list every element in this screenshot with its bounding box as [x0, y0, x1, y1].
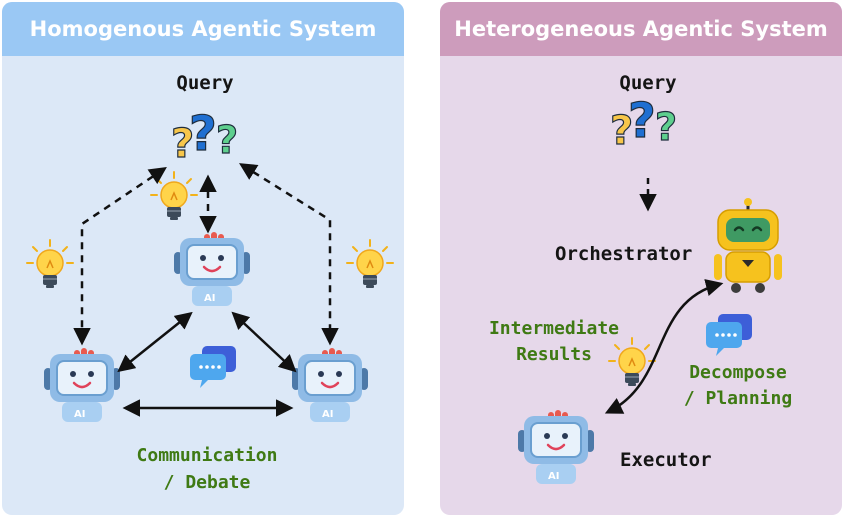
query-label: Query: [619, 72, 677, 94]
heterogeneous-panel-title: Heterogeneous Agentic System: [440, 2, 842, 56]
dashed-arrow-query-left: [73, 167, 167, 346]
decompose-planning-label: Decompose / Planning: [676, 360, 800, 412]
bulb-icon: [346, 239, 394, 289]
query-icon: [170, 105, 239, 168]
bulb-icon: [150, 171, 198, 221]
orchestrator-robot-icon: [714, 198, 782, 293]
arrow-top-right: [231, 311, 297, 373]
query-label: Query: [176, 72, 234, 94]
communication-label: Communication / Debate: [112, 442, 302, 496]
executor-label: Executor: [620, 449, 712, 471]
intermediate-results-line2: Results: [516, 344, 592, 365]
communication-label-line2: / Debate: [163, 472, 251, 493]
agent-top-icon: [172, 230, 252, 308]
agent-left-icon: [42, 346, 122, 424]
arrow-top-left: [117, 311, 193, 373]
heterogeneous-diagram: [516, 92, 782, 486]
dashed-arrow-query-right: [239, 163, 339, 346]
homogenous-panel: Homogenous Agentic System Query Communic…: [2, 2, 404, 515]
homogenous-panel-title: Homogenous Agentic System: [2, 2, 404, 56]
intermediate-results-label: Intermediate Results: [484, 316, 624, 368]
curved-arrow-executor-orchestrator: [604, 279, 724, 414]
heterogeneous-panel: Heterogeneous Agentic System Query Orche…: [440, 2, 842, 515]
chat-icon: [190, 346, 236, 388]
communication-label-line1: Communication: [136, 445, 278, 466]
decompose-planning-line2: / Planning: [683, 388, 793, 409]
decompose-planning-line1: Decompose: [689, 362, 787, 383]
bulb-icon: [26, 239, 74, 289]
orchestrator-label: Orchestrator: [555, 243, 693, 265]
chat-icon: [706, 314, 752, 356]
intermediate-results-line1: Intermediate: [488, 318, 620, 339]
homogenous-diagram: [26, 105, 394, 424]
query-icon: [609, 92, 678, 155]
executor-agent-icon: [516, 408, 596, 486]
agent-right-icon: [290, 346, 370, 424]
